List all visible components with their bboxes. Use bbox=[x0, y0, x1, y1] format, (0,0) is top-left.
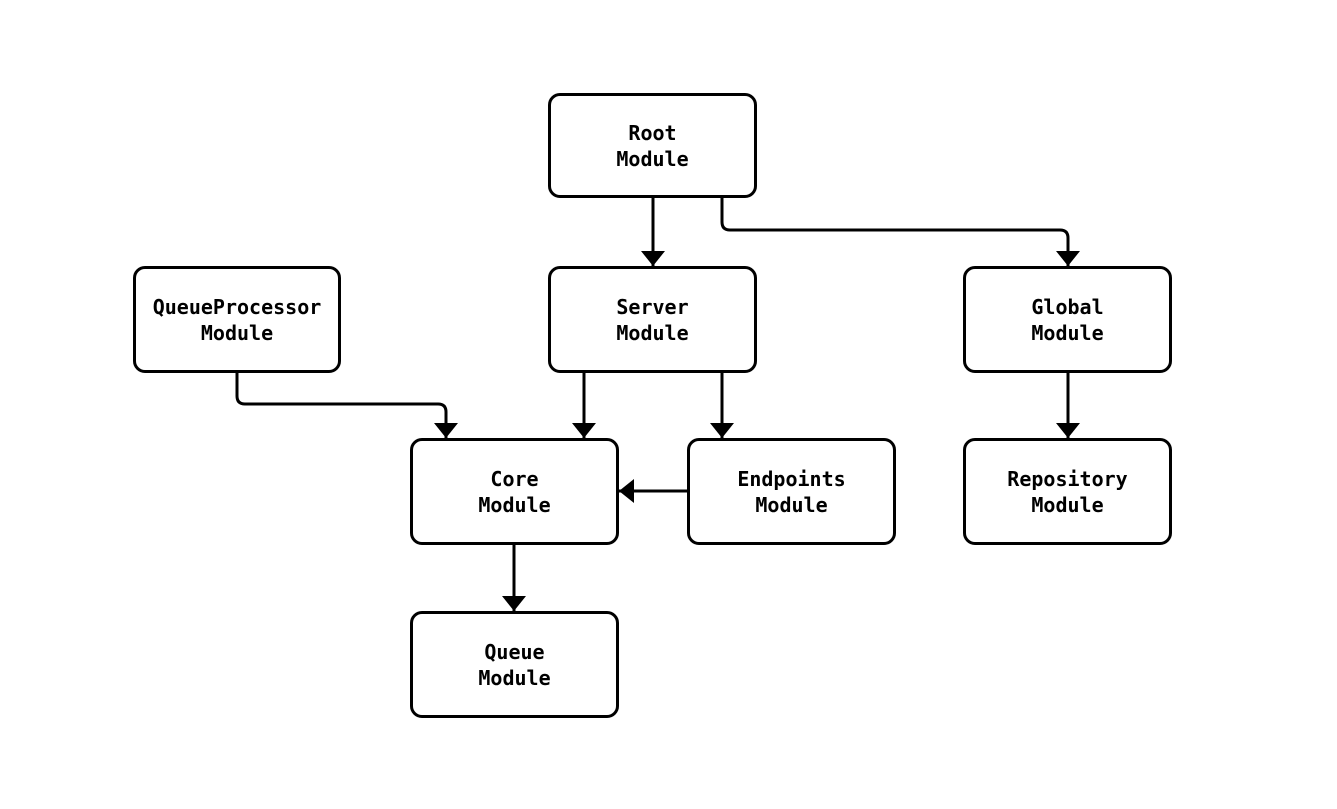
node-global-module: Global Module bbox=[963, 266, 1172, 373]
node-queue-module: Queue Module bbox=[410, 611, 619, 718]
node-queueprocessor-module: QueueProcessor Module bbox=[133, 266, 341, 373]
node-label: QueueProcessor Module bbox=[152, 294, 322, 345]
node-label: Core Module bbox=[478, 466, 551, 517]
node-label: Global Module bbox=[1031, 294, 1104, 345]
node-core-module: Core Module bbox=[410, 438, 619, 545]
node-label: Repository Module bbox=[1007, 466, 1128, 517]
node-repository-module: Repository Module bbox=[963, 438, 1172, 545]
node-label: Root Module bbox=[616, 120, 689, 171]
edge-queueprocessor-to-core bbox=[235, 373, 458, 438]
node-label: Endpoints Module bbox=[737, 466, 846, 517]
node-label: Server Module bbox=[616, 294, 689, 345]
node-label: Queue Module bbox=[478, 639, 551, 690]
edge-root-to-global bbox=[720, 198, 1080, 266]
node-endpoints-module: Endpoints Module bbox=[687, 438, 896, 545]
node-root-module: Root Module bbox=[548, 93, 757, 198]
node-server-module: Server Module bbox=[548, 266, 757, 373]
